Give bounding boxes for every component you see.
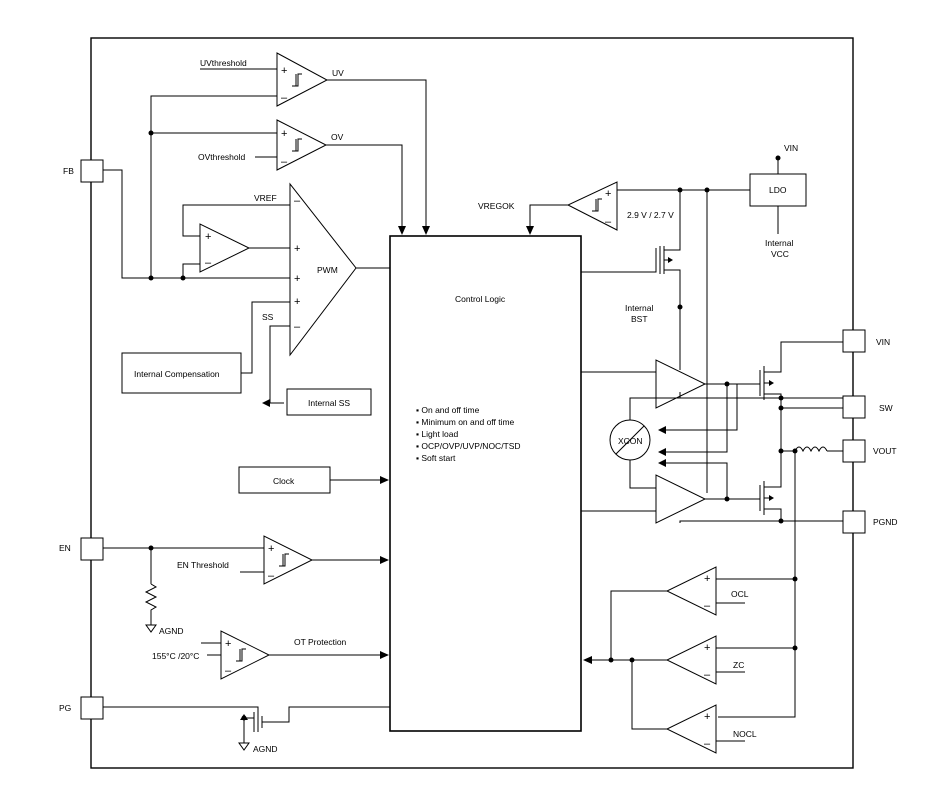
svg-text:+: + bbox=[605, 188, 611, 200]
ground-icon bbox=[238, 742, 250, 751]
pg-pin bbox=[80, 696, 104, 720]
uv-label: UV bbox=[332, 68, 344, 78]
zc-label: ZC bbox=[733, 660, 744, 670]
vref-label: VREF bbox=[254, 193, 277, 203]
svg-text:–: – bbox=[268, 570, 275, 582]
vregok-threshold-label: 2.9 V / 2.7 V bbox=[627, 210, 674, 220]
svg-text:+: + bbox=[281, 65, 287, 77]
control-feature: ▪ On and off time bbox=[416, 405, 480, 415]
vregok-label: VREGOK bbox=[478, 201, 515, 211]
error-amplifier: + – bbox=[199, 223, 251, 273]
svg-text:+: + bbox=[704, 573, 710, 585]
ldo-label: LDO bbox=[769, 185, 787, 195]
internal-ss-label: Internal SS bbox=[308, 398, 350, 408]
vout-pin-label: VOUT bbox=[873, 446, 897, 456]
en-threshold-label: EN Threshold bbox=[177, 560, 229, 570]
zc-comparator: + – bbox=[665, 635, 717, 685]
en-pin bbox=[80, 537, 104, 561]
ocl-comparator: + – bbox=[665, 566, 717, 616]
control-feature: ▪ Minimum on and off time bbox=[416, 417, 515, 427]
ot-protection-label: OT Protection bbox=[294, 637, 347, 647]
ov-threshold-label: OVthreshold bbox=[198, 152, 246, 162]
ot-comparator: + – bbox=[220, 630, 271, 680]
en-comparator: + – bbox=[263, 535, 314, 585]
vout-pin bbox=[842, 439, 866, 463]
svg-text:–: – bbox=[704, 669, 711, 681]
internal-bst-line1: Internal bbox=[625, 303, 653, 313]
svg-text:–: – bbox=[704, 600, 711, 612]
svg-text:–: – bbox=[281, 156, 288, 168]
ldo-box bbox=[749, 173, 807, 207]
control-feature: ▪ Soft start bbox=[416, 453, 456, 463]
ov-comparator: + – bbox=[276, 119, 328, 171]
pgnd-pin bbox=[842, 510, 866, 534]
fb-pin bbox=[80, 159, 104, 183]
agnd-bottom-label: AGND bbox=[253, 744, 278, 754]
ground-icon bbox=[145, 624, 157, 633]
ldo-vin-label: VIN bbox=[784, 143, 798, 153]
control-logic-label: Control Logic bbox=[455, 294, 506, 304]
control-feature: ▪ OCP/OVP/UVP/NOC/TSD bbox=[416, 441, 521, 451]
svg-text:–: – bbox=[294, 195, 301, 207]
pg-mosfet bbox=[240, 706, 390, 737]
sw-pin bbox=[842, 395, 866, 419]
control-features-list: ▪ On and off time ▪ Minimum on and off t… bbox=[416, 405, 521, 463]
svg-text:+: + bbox=[294, 243, 300, 255]
vregok-comparator: + – bbox=[566, 181, 618, 231]
ocl-label: OCL bbox=[731, 589, 749, 599]
pgnd-pin-label: PGND bbox=[873, 517, 898, 527]
low-side-mosfet bbox=[759, 470, 843, 522]
en-pin-label: EN bbox=[59, 543, 71, 553]
control-feature: ▪ Light load bbox=[416, 429, 459, 439]
internal-compensation-box bbox=[121, 352, 242, 394]
svg-text:+: + bbox=[294, 296, 300, 308]
ss-label: SS bbox=[262, 312, 274, 322]
uv-comparator: + – bbox=[276, 52, 329, 107]
pg-pin-label: PG bbox=[59, 703, 71, 713]
internal-bst-line2: BST bbox=[631, 314, 648, 324]
ov-label: OV bbox=[331, 132, 344, 142]
agnd-top-label: AGND bbox=[159, 626, 184, 636]
svg-text:–: – bbox=[281, 92, 288, 104]
inductor-icon bbox=[794, 446, 828, 453]
internal-vcc-line2: VCC bbox=[771, 249, 789, 259]
svg-text:+: + bbox=[281, 128, 287, 140]
svg-text:–: – bbox=[294, 321, 301, 333]
svg-text:+: + bbox=[205, 231, 211, 243]
svg-text:–: – bbox=[704, 738, 711, 750]
bst-switch-transistor bbox=[581, 190, 681, 307]
nocl-comparator: + – bbox=[665, 704, 717, 754]
control-logic-block bbox=[389, 235, 582, 732]
low-side-driver bbox=[655, 474, 707, 524]
pwm-comparator: – + + + – bbox=[289, 182, 357, 357]
high-side-mosfet bbox=[759, 341, 843, 408]
ot-temp-label: 155°C /20°C bbox=[152, 651, 199, 661]
svg-text:+: + bbox=[294, 273, 300, 285]
uv-threshold-label: UVthreshold bbox=[200, 58, 247, 68]
vin-pin bbox=[842, 329, 866, 353]
svg-text:+: + bbox=[704, 711, 710, 723]
resistor-icon bbox=[144, 583, 158, 620]
svg-text:–: – bbox=[205, 257, 212, 269]
svg-text:+: + bbox=[225, 638, 231, 650]
nocl-label: NOCL bbox=[733, 729, 757, 739]
clock-box bbox=[238, 466, 331, 494]
sw-pin-label: SW bbox=[879, 403, 893, 413]
fb-pin-label: FB bbox=[63, 166, 74, 176]
internal-compensation-label: Internal Compensation bbox=[134, 369, 220, 379]
clock-label: Clock bbox=[273, 476, 295, 486]
svg-text:–: – bbox=[605, 216, 612, 228]
pwm-label: PWM bbox=[317, 265, 338, 275]
xcon-label: XCON bbox=[618, 436, 643, 446]
svg-text:–: – bbox=[225, 665, 232, 677]
internal-ss-box bbox=[286, 388, 372, 416]
svg-text:+: + bbox=[704, 642, 710, 654]
svg-text:+: + bbox=[268, 543, 274, 555]
internal-vcc-line1: Internal bbox=[765, 238, 793, 248]
vin-pin-label: VIN bbox=[876, 337, 890, 347]
